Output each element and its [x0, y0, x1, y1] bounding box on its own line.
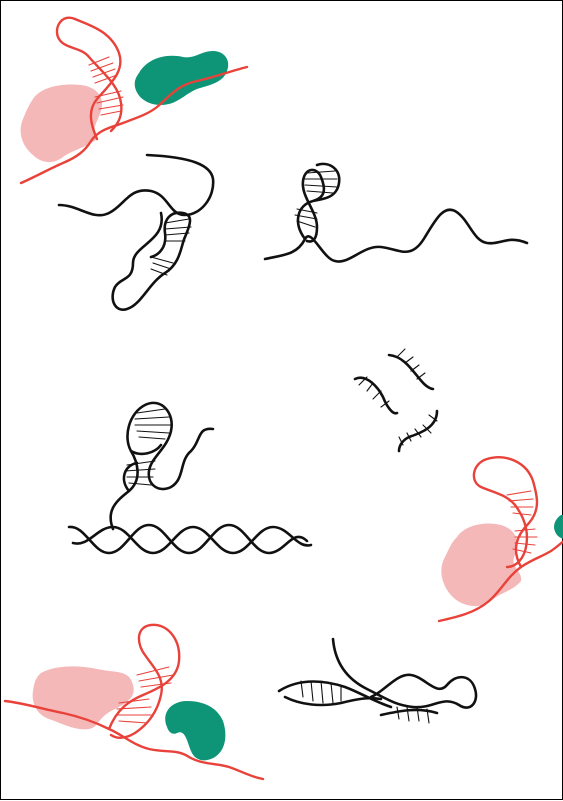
- black-hairpin-with-duplex-middle-left: [67, 401, 313, 555]
- red-hairpin: [472, 456, 539, 569]
- red-rna-complex-middle-right: [437, 456, 563, 623]
- fragment-c-hatching: [398, 414, 438, 446]
- red-rna-complex-bottom-left: [3, 623, 265, 781]
- fragment-b-hatching: [358, 376, 390, 408]
- red-strand: [19, 65, 249, 185]
- black-hairpin-top-left: [57, 153, 215, 311]
- black-duplex-upper: [277, 680, 393, 709]
- fragment-a-hatching: [396, 348, 426, 380]
- black-strand-long: [331, 637, 478, 709]
- black-hatching: [300, 680, 430, 724]
- black-duplex-lower: [283, 695, 383, 707]
- pink-protein-blob: [441, 523, 522, 607]
- black-duplex-bottom-right: [277, 637, 478, 724]
- pink-protein-blob: [20, 84, 103, 163]
- black-strand: [263, 208, 529, 263]
- green-protein-blob: [554, 515, 563, 539]
- black-fragments-middle-right: [353, 348, 439, 453]
- black-duplex-strand-a: [67, 523, 309, 555]
- red-hairpin-stem-a: [55, 16, 123, 141]
- red-rna-complex-top-left: [19, 16, 249, 185]
- black-hatching: [124, 408, 172, 486]
- red-hatching: [506, 490, 538, 554]
- black-strand-tail: [379, 708, 439, 717]
- red-hatching: [88, 56, 124, 116]
- red-hairpin: [107, 623, 181, 739]
- black-helix: [111, 211, 192, 311]
- black-hatching: [150, 218, 192, 276]
- red-hatching: [116, 666, 174, 724]
- black-loop: [296, 162, 341, 243]
- black-hairpin-strand: [109, 401, 215, 531]
- green-protein-blob: [134, 51, 229, 105]
- black-strand: [57, 153, 215, 217]
- black-hatching: [294, 170, 338, 228]
- pink-protein-blob: [32, 666, 134, 730]
- red-strand: [3, 699, 265, 781]
- black-hairpin-top-right: [263, 162, 529, 263]
- green-protein-blob: [165, 701, 226, 761]
- black-duplex-strand-b: [71, 525, 313, 555]
- fragment-a: [387, 353, 435, 391]
